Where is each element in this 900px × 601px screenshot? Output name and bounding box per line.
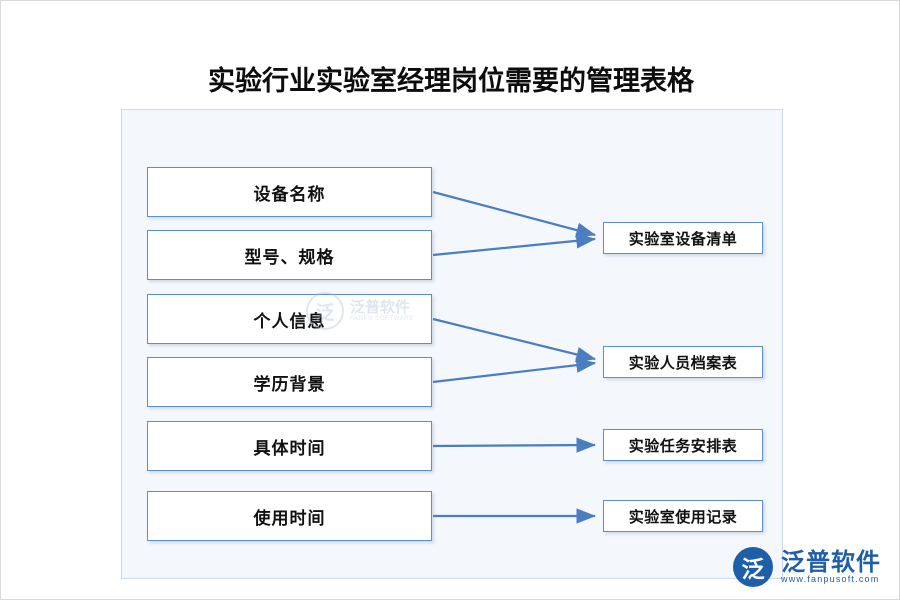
left-node-4-label: 学历背景: [253, 374, 326, 395]
right-node-4-label: 实验室使用记录: [628, 507, 738, 526]
page-title: 实验行业实验室经理岗位需要的管理表格: [208, 66, 694, 97]
left-node-3[interactable]: 个人信息: [147, 294, 432, 344]
left-node-6[interactable]: 使用时间: [147, 491, 432, 541]
left-node-1-label: 设备名称: [253, 184, 326, 205]
left-node-6-label: 使用时间: [253, 508, 326, 529]
right-node-1[interactable]: 实验室设备清单: [603, 222, 763, 254]
watermark-brand-name: 泛普软件: [350, 297, 411, 316]
left-node-2-label: 型号、规格: [244, 247, 335, 268]
left-node-4[interactable]: 学历背景: [147, 357, 432, 407]
left-node-2[interactable]: 型号、规格: [147, 230, 432, 280]
right-node-1-label: 实验室设备清单: [628, 229, 738, 248]
right-node-2-label: 实验人员档案表: [628, 353, 738, 372]
watermark-brand-sub: FANPU SOFTWARE: [350, 315, 414, 322]
center-watermark: 泛 泛普软件 FANPU SOFTWARE: [306, 289, 446, 333]
right-node-3-label: 实验任务安排表: [628, 436, 738, 455]
left-node-1[interactable]: 设备名称: [147, 167, 432, 217]
right-node-2[interactable]: 实验人员档案表: [603, 346, 763, 378]
left-node-5[interactable]: 具体时间: [147, 421, 432, 471]
watermark-logo-icon: 泛: [306, 292, 344, 330]
brand-name: 泛普软件: [781, 547, 881, 576]
brand-logo: 泛 泛普软件 www.fanpusoft.com: [733, 547, 881, 587]
brand-logo-text: 泛普软件 www.fanpusoft.com: [781, 547, 881, 585]
brand-website: www.fanpusoft.com: [781, 574, 880, 585]
left-node-5-label: 具体时间: [253, 438, 326, 459]
brand-logo-icon: 泛: [733, 547, 773, 587]
right-node-3[interactable]: 实验任务安排表: [603, 429, 763, 461]
watermark-text: 泛普软件 FANPU SOFTWARE: [350, 297, 414, 322]
right-node-4[interactable]: 实验室使用记录: [603, 500, 763, 532]
